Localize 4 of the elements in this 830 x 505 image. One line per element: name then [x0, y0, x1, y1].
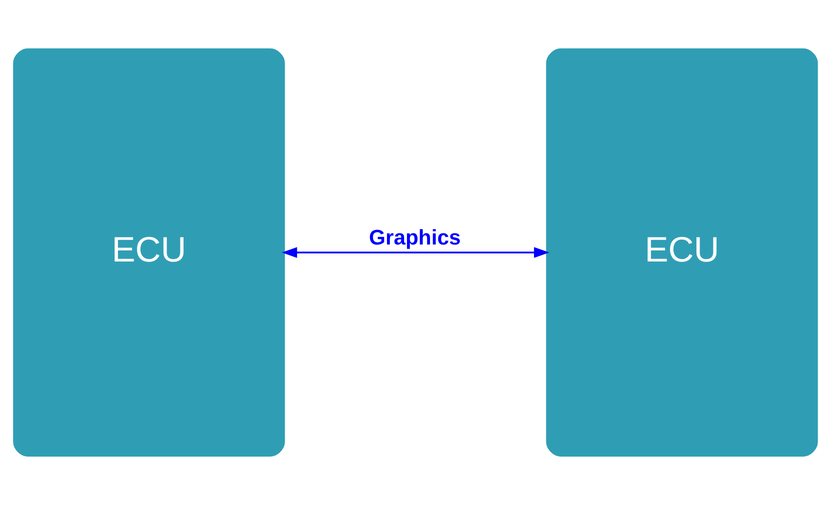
- arrow: [281, 247, 549, 258]
- node-box: ECU: [12, 48, 284, 457]
- edge-label: Graphics: [368, 226, 460, 250]
- node-box: ECU: [546, 48, 818, 457]
